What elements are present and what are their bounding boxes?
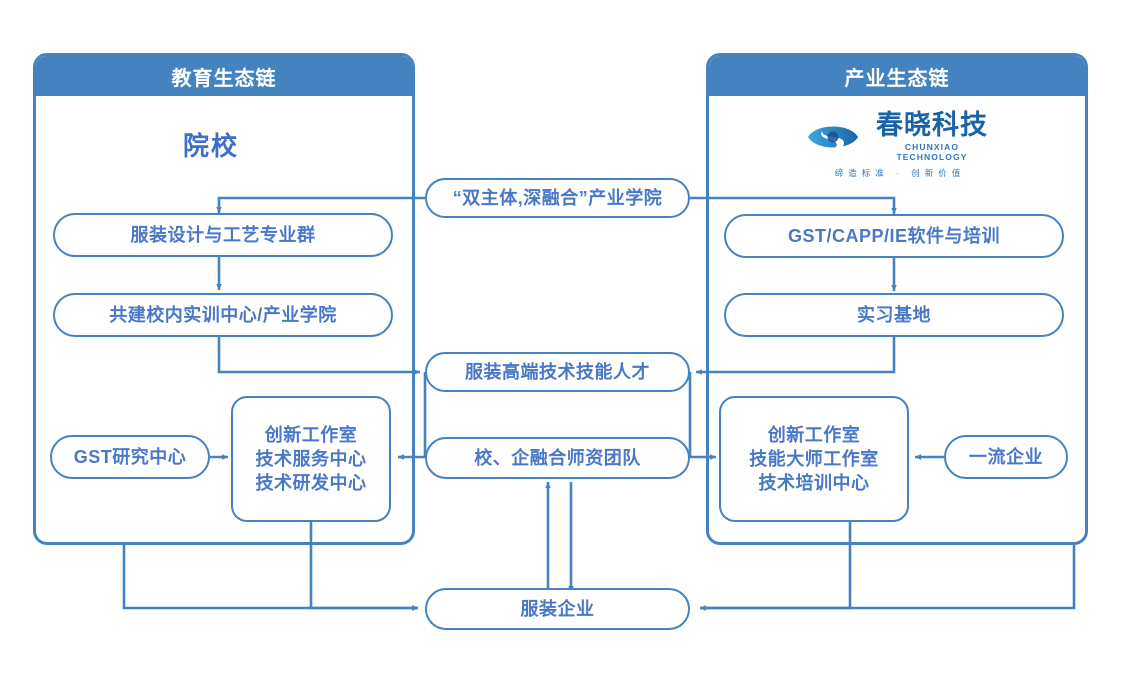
education-center-line-1: 创新工作室 [264, 424, 358, 445]
education-center-line-3: 技术研发中心 [255, 473, 367, 494]
logo-row: 春晓科技 CHUNXIAO TECHNOLOGY [805, 112, 995, 162]
node-industry-college[interactable]: “双主体,深融合”产业学院 [425, 178, 690, 218]
industry-panel-header: 产业生态链 [709, 56, 1085, 96]
education-center-line-2: 技术服务中心 [255, 448, 367, 469]
education-panel-header-label: 教育生态链 [171, 67, 277, 90]
node-gst-capp-ie-software[interactable]: GST/CAPP/IE软件与培训 [724, 214, 1064, 258]
logo-name-cn: 春晓科技 [876, 110, 988, 140]
node-school-training-center[interactable]: 共建校内实训中心/产业学院 [53, 293, 393, 337]
logo-name-en: CHUNXIAO TECHNOLOGY [896, 142, 968, 162]
industry-center-line-3: 技术培训中心 [758, 473, 870, 494]
chunxiao-logo: 春晓科技 CHUNXIAO TECHNOLOGY 缔造标准 · 创新价值 [805, 112, 995, 179]
node-education-centers[interactable]: 创新工作室 技术服务中心 技术研发中心 [231, 396, 391, 522]
logo-slogan: 缔造标准 · 创新价值 [834, 168, 966, 178]
node-industry-centers[interactable]: 创新工作室 技能大师工作室 技术培训中心 [719, 396, 909, 522]
node-practice-base[interactable]: 实习基地 [724, 293, 1064, 337]
node-major-group[interactable]: 服装设计与工艺专业群 [53, 213, 393, 257]
eye-swirl-logo-icon [808, 126, 858, 150]
education-panel-header: 教育生态链 [36, 56, 412, 96]
node-faculty-team[interactable]: 校、企融合师资团队 [425, 437, 690, 479]
industry-center-line-2: 技能大师工作室 [749, 448, 879, 469]
node-top-enterprise[interactable]: 一流企业 [944, 435, 1068, 479]
industry-panel-header-label: 产业生态链 [844, 67, 950, 90]
node-apparel-enterprise[interactable]: 服装企业 [425, 588, 690, 630]
institution-title: 院校 [183, 131, 240, 161]
node-high-end-talent[interactable]: 服装高端技术技能人才 [425, 352, 690, 392]
industry-center-line-1: 创新工作室 [767, 424, 861, 445]
node-gst-research-center[interactable]: GST研究中心 [50, 435, 210, 479]
